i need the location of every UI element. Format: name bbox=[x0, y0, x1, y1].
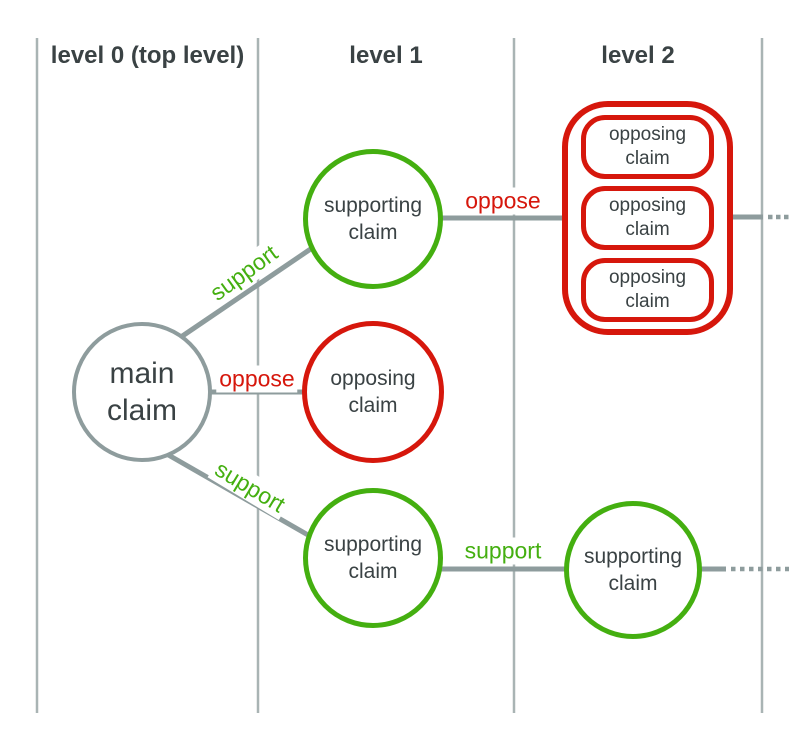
node-group-opposing-claims-l2: opposing claim opposing claim opposing c… bbox=[562, 101, 733, 335]
node-supporting-claim-l2: supporting claim bbox=[564, 501, 702, 639]
node-opposing-claim-l2-3-label: opposing claim bbox=[608, 266, 687, 312]
node-opposing-claim-l1-label: opposing claim bbox=[330, 366, 416, 417]
node-opposing-claim-l2-1-label: opposing claim bbox=[608, 123, 687, 169]
node-main-claim: main claim bbox=[72, 322, 212, 462]
column-header-level2: level 2 bbox=[601, 42, 675, 69]
node-supporting-claim-l1-top: supporting claim bbox=[303, 149, 443, 289]
node-supporting-claim-l1-bottom: supporting claim bbox=[303, 488, 443, 628]
node-main-claim-label: main claim bbox=[106, 356, 177, 428]
node-supporting-claim-l2-label: supporting claim bbox=[583, 544, 683, 595]
column-header-level1: level 1 bbox=[349, 42, 423, 69]
edge-main-support-top bbox=[176, 241, 320, 342]
edge-label-oppose-mid: oppose bbox=[216, 365, 298, 393]
node-opposing-claim-l2-2-label: opposing claim bbox=[608, 195, 687, 240]
column-header-level0: level 0 (top level) bbox=[50, 42, 245, 69]
node-supporting-claim-l1-bottom-label: supporting claim bbox=[323, 532, 423, 583]
edge-label-support-l2: support bbox=[461, 537, 545, 565]
node-opposing-claim-l2-1: opposing claim bbox=[581, 114, 714, 179]
node-opposing-claim-l2-3: opposing claim bbox=[581, 257, 714, 322]
node-supporting-claim-l1-top-label: supporting claim bbox=[323, 193, 423, 244]
node-opposing-claim-l1: opposing claim bbox=[302, 321, 444, 463]
node-opposing-claim-l2-2: opposing claim bbox=[581, 186, 714, 250]
edge-label-oppose-l2: oppose bbox=[462, 187, 544, 215]
